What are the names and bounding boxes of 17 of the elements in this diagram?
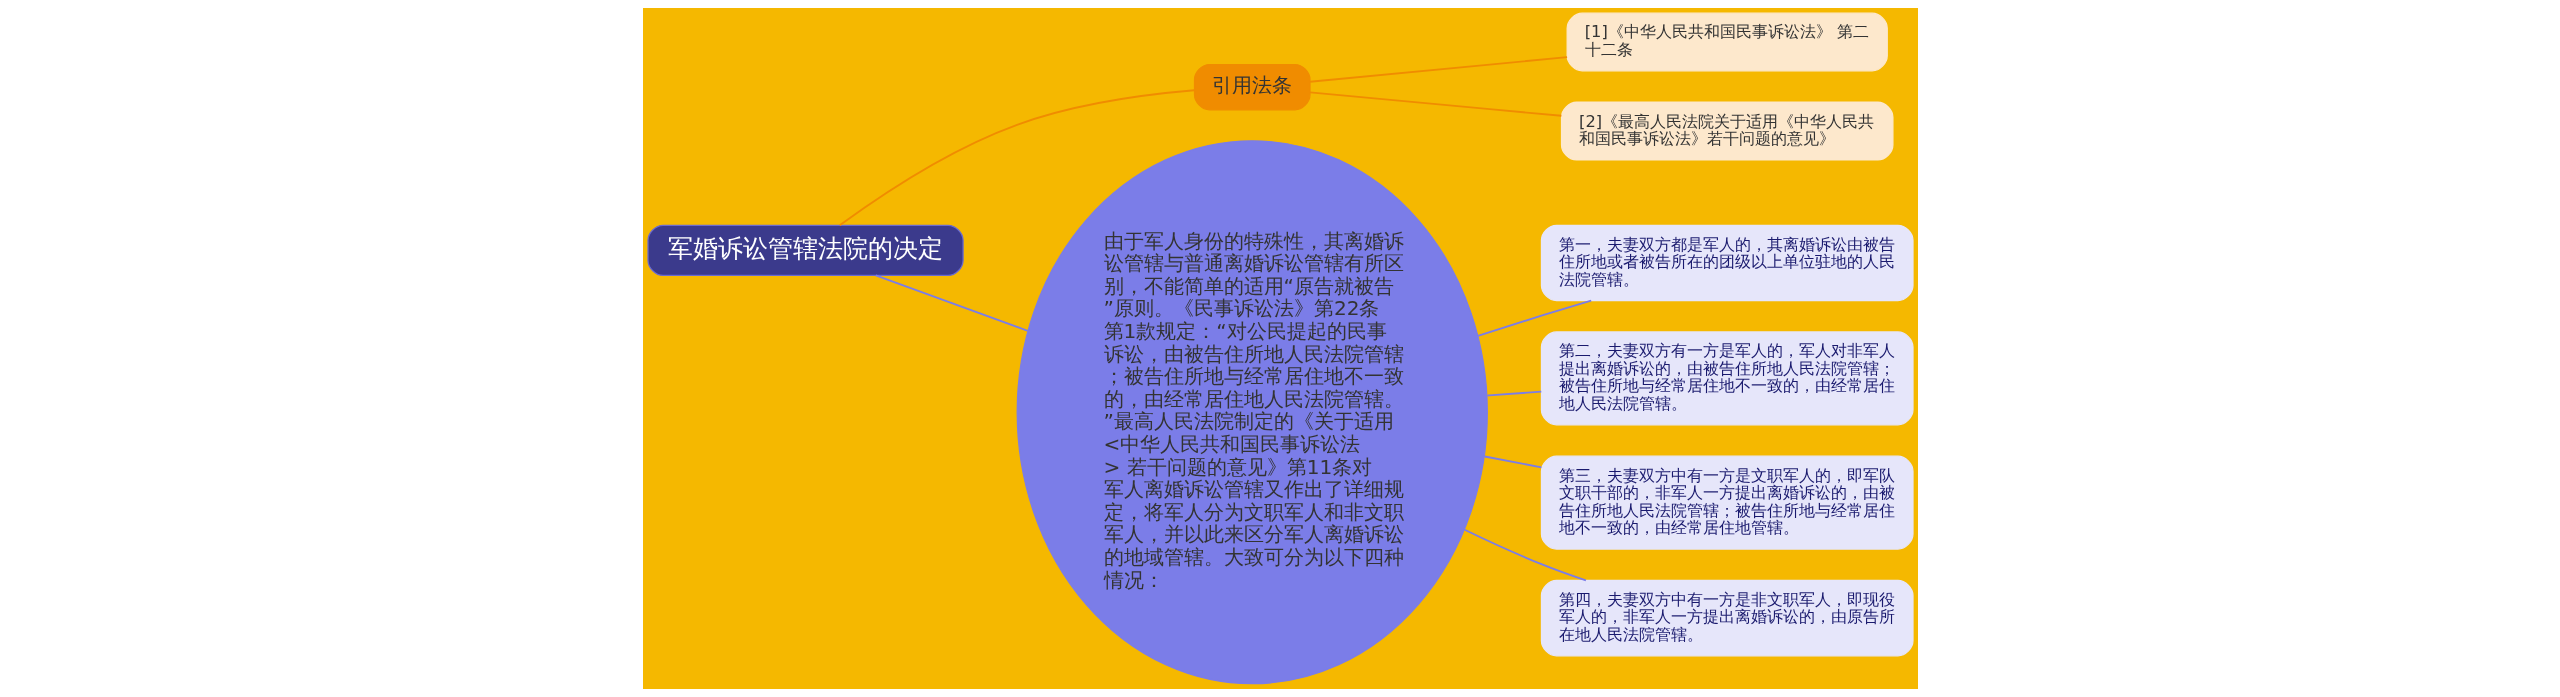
- connector: [1476, 299, 1592, 337]
- node-box: 第四，夫妻双方中有一方是非文职军人，即现役军人的，非军人一方提出离婚诉讼的，由原告所在地人民法院管辖。: [1540, 579, 1914, 657]
- node-box: 第三，夫妻双方中有一方是文职军人的，即军队文职干部的，非军人一方提出离婚诉讼的，由被告住所地人民法院管辖；被告住所地与经常居住地不一致的，由经常居住地管辖。: [1540, 455, 1914, 550]
- connector: [1483, 455, 1542, 469]
- node-ellipse: 由于军人身份的特殊性，其离婚诉讼管辖与普通离婚诉讼管辖有所区别，不能简单的适用“原告就被告”原则。《民事诉讼法》第22条第1款规定：“对公民提起的民事诉讼，由被告住所地人民法院管辖；被告住所地与经常居住地不一致的，由经常居住地人民法院管辖。”最高人民法院制定的《关于适用 <中华人民共和国民事诉讼法 > 若干问题的意见》第11条对军人离婚诉讼管辖又作出了详细规定，将军人分为文职军人和非文职军人，并以此来区分军人离婚诉讼的地域管辖。大致可分为以下四种情况：: [1016, 140, 1488, 685]
- connector: [1308, 91, 1562, 117]
- connector: [1485, 390, 1542, 397]
- connector: [838, 89, 1195, 227]
- node-box: 第一，夫妻双方都是军人的，其离婚诉讼由被告住所地或者被告所在的团级以上单位驻地的人民法院管辖。: [1540, 224, 1914, 302]
- connector: [1308, 56, 1568, 83]
- node-box: 军婚诉讼管辖法院的决定: [646, 224, 964, 277]
- connector: [1463, 528, 1587, 582]
- node-box: [1]《中华人民共和国民事诉讼法》 第二十二条: [1566, 12, 1888, 72]
- node-box: [2]《最高人民法院关于适用《中华人民共和国民事诉讼法》若干问题的意见》: [1560, 101, 1894, 161]
- node-box: 引用法条: [1193, 63, 1311, 111]
- connector: [874, 274, 1029, 332]
- node-box: 第二，夫妻双方有一方是军人的，军人对非军人提出离婚诉讼的，由被告住所地人民法院管辖；被告住所地与经常居住地不一致的，由经常居住地人民法院管辖。: [1540, 331, 1914, 426]
